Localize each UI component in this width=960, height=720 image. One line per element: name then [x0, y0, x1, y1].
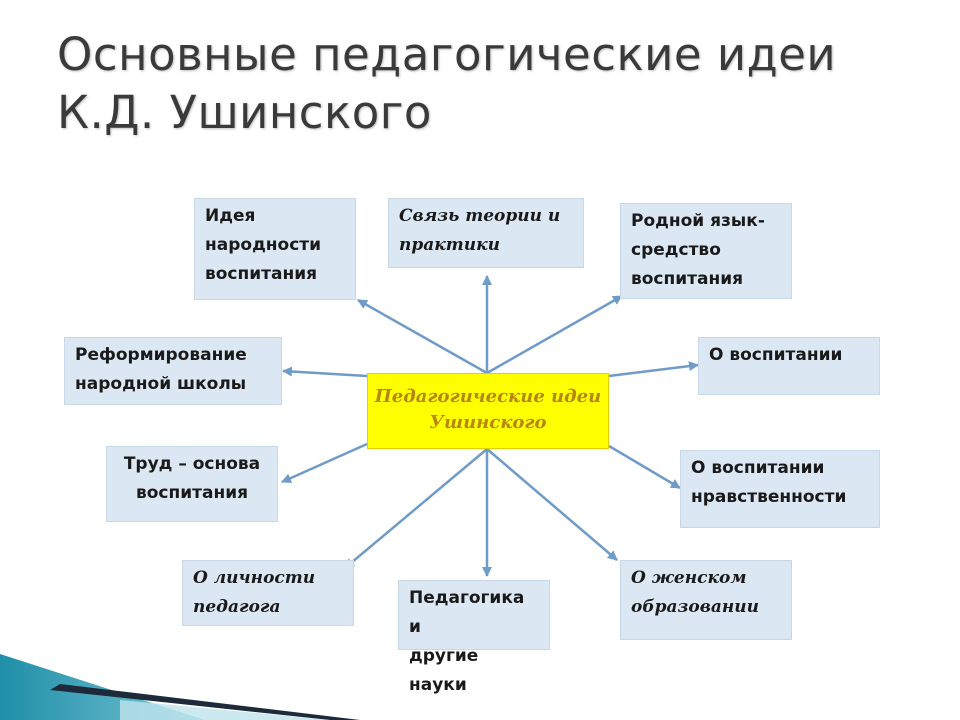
node-reformirovanie: Реформирование народной школы	[64, 337, 282, 405]
slide-title: Основные педагогические идеи К.Д. Ушинск…	[57, 26, 917, 142]
arrow-to-nravstvennost	[608, 444, 681, 490]
node-svyaz-teorii: Связь теории и практики	[388, 198, 584, 268]
arrow-to-lichnost-pedagoga	[344, 448, 488, 569]
node-trud: Труд – основа воспитания	[106, 446, 278, 522]
node-idea-narodnosti: Идея народности воспитания	[194, 198, 356, 300]
arrow-to-reformirovanie	[282, 366, 368, 378]
slide-title-line-1: Основные педагогические идеи	[57, 28, 837, 81]
node-nravstvennost: О воспитании нравственности	[680, 450, 880, 528]
arrow-to-o-vospitanii	[608, 361, 699, 378]
node-pedagogika-nauki: Педагогика и другие науки	[398, 580, 550, 695]
slide-title-line-2: К.Д. Ушинского	[57, 86, 432, 139]
arrow-to-zhenskoe-obrazovanie	[486, 448, 618, 561]
arrow-to-rodnoy-yazyk	[486, 294, 623, 375]
node-zhenskoe-obrazovanie: О женском образовании	[620, 560, 792, 640]
arrow-to-trud	[281, 442, 368, 484]
node-rodnoy-yazyk: Родной язык- средство воспитания	[620, 203, 792, 299]
arrow-to-idea-narodnosti	[357, 298, 488, 375]
center-node: Педагогические идеи Ушинского	[367, 373, 609, 449]
footer-dark-stroke	[50, 684, 360, 720]
footer-light-wedge	[120, 700, 330, 720]
footer-decoration	[0, 654, 360, 720]
node-o-vospitanii: О воспитании	[698, 337, 880, 395]
node-lichnost-pedagoga: О личности педагога	[182, 560, 354, 626]
